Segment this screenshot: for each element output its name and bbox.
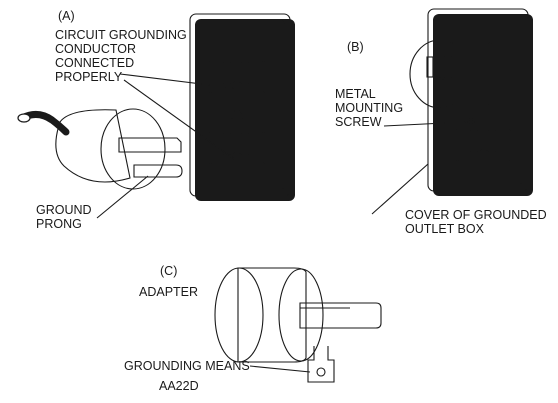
circuit-grounding-line-1: CIRCUIT GROUNDING (55, 28, 187, 42)
panel-b-letter: (B) (347, 40, 364, 54)
circuit-grounding-line-4: PROPERLY (55, 70, 123, 84)
figure-code: AA22D (159, 379, 199, 393)
metal-screw-line-2: MOUNTING (335, 101, 403, 115)
cover-line-2: OUTLET BOX (405, 222, 485, 236)
conductor-leader-upper (119, 73, 235, 89)
grounding-means-leader (249, 365, 311, 373)
circuit-grounding-line-3: CONNECTED (55, 56, 134, 70)
metal-screw-line-3: SCREW (335, 115, 382, 129)
outlet-wall-plate (189, 13, 295, 201)
duplex-outlet-icon (208, 59, 266, 95)
ground-adapter-icon (214, 267, 382, 383)
circuit-grounding-line-2: CONDUCTOR (55, 42, 136, 56)
ground-prong-label: GROUND PRONG (36, 203, 95, 231)
ground-prong-leader (96, 175, 149, 219)
panel-a: (A) CIRCUIT GROUNDING CONDUCTOR CONNECTE… (17, 9, 295, 231)
panel-a-letter: (A) (58, 9, 75, 23)
mounting-screw-icon (230, 109, 244, 123)
adapter-label: ADAPTER (139, 285, 198, 299)
metal-mounting-screw-label: METAL MOUNTING SCREW (335, 87, 407, 129)
circuit-grounding-label: CIRCUIT GROUNDING CONDUCTOR CONNECTED PR… (55, 28, 190, 84)
screw-leader (383, 121, 466, 127)
duplex-outlet-icon (208, 130, 266, 166)
ground-adapter-icon (409, 39, 505, 129)
cover-grounded-box-label: COVER OF GROUNDED OUTLET BOX (405, 208, 550, 236)
grounding-means-label: GROUNDING MEANS (124, 359, 250, 373)
conductor-leader-lower (123, 79, 235, 160)
cover-line-1: COVER OF GROUNDED (405, 208, 547, 222)
ground-prong-line-2: PRONG (36, 217, 82, 231)
grounded-plug-icon (17, 108, 183, 190)
duplex-outlet-icon (455, 127, 513, 163)
cover-leader (371, 163, 429, 215)
panel-c: (C) ADAPTER GROUNDING MEANS AA22D (124, 264, 382, 393)
metal-screw-line-1: METAL (335, 87, 376, 101)
panel-b: (B) METAL MOU (335, 8, 550, 236)
panel-c-letter: (C) (160, 264, 177, 278)
outlet-wall-plate (427, 8, 533, 196)
ground-prong-line-1: GROUND (36, 203, 92, 217)
